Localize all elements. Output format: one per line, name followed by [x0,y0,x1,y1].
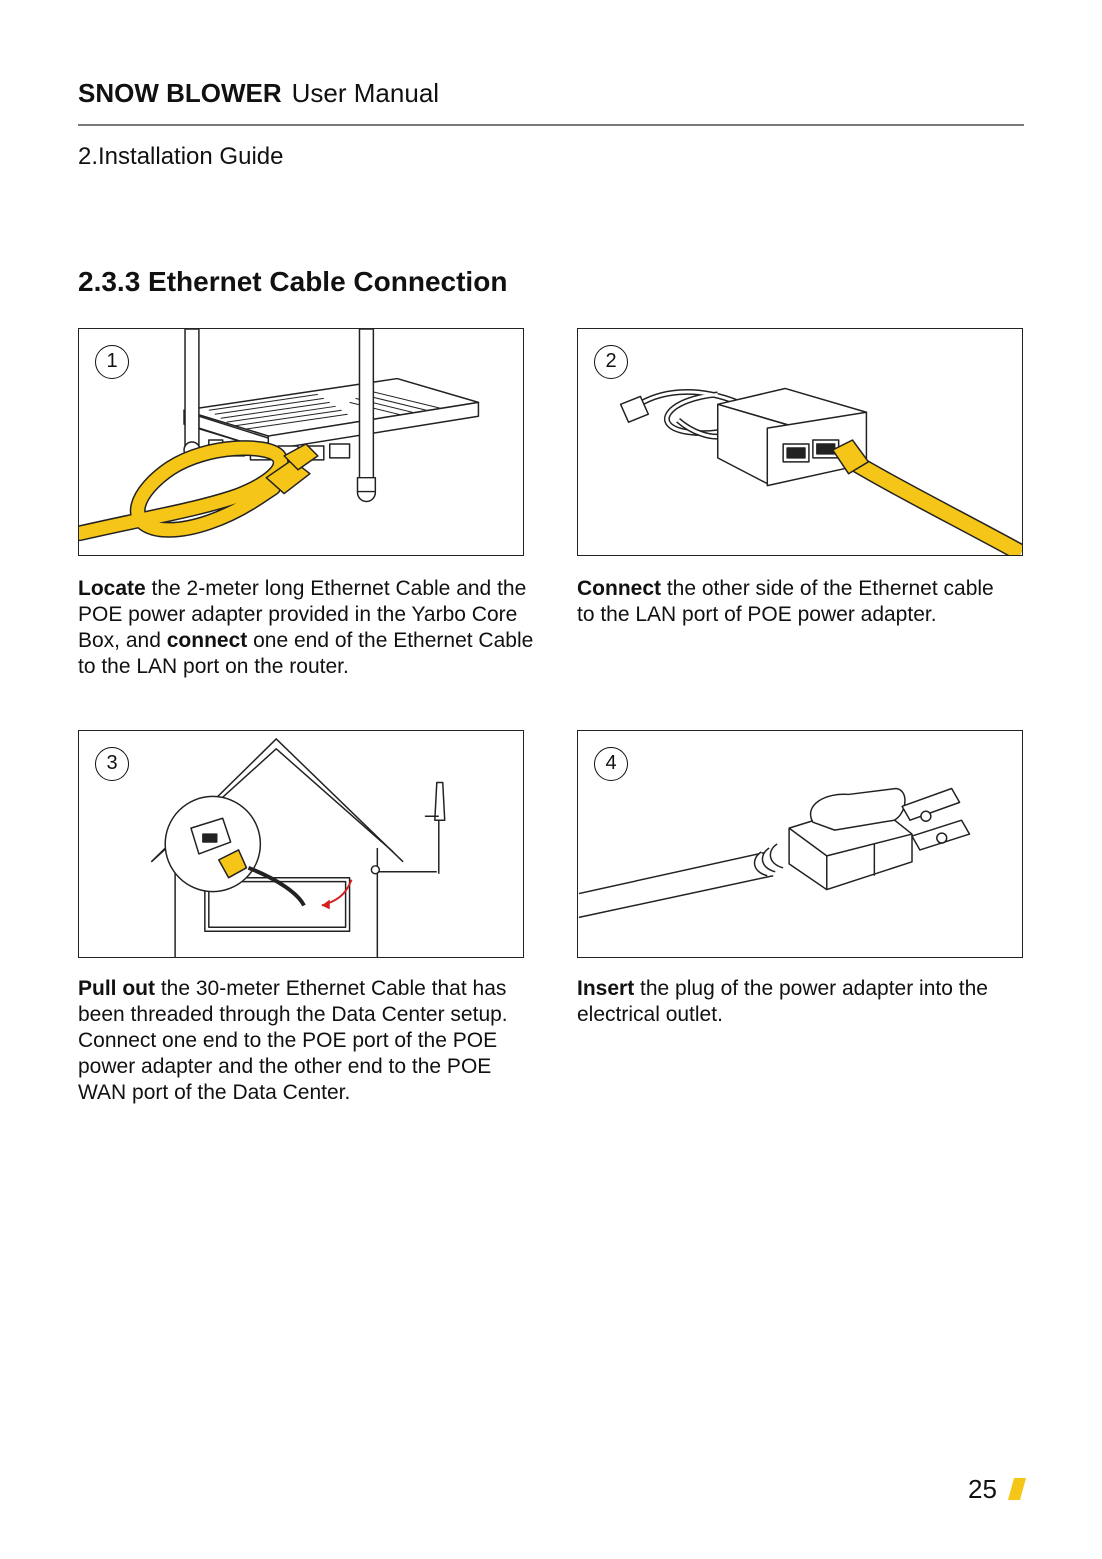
header-doc-title: User Manual [291,78,440,108]
step-3-keyword: Pull out [78,977,155,1000]
step-4-badge: 4 [594,747,628,781]
step-3-text: the 30-meter Ethernet Cable that has bee… [78,977,508,1104]
header-brand: SNOW BLOWER [78,78,282,108]
step-2-text: the other side of the Ethernet cable to … [577,577,994,626]
step-1-badge: 1 [95,345,129,379]
page-title: 2.3.3 Ethernet Cable Connection [78,266,508,297]
router-illustration [79,329,480,542]
step-2-keyword: Connect [577,577,661,600]
page-accent-mark-icon [1008,1478,1026,1500]
header-rule [78,124,1024,126]
poe-adapter-illustration [619,387,1022,555]
step-3-illustration: 3 [78,730,524,958]
step-2-badge: 2 [594,345,628,379]
step-1-keyword-2: connect [166,629,248,652]
step-4-description: Insert the plug of the power adapter int… [577,976,1017,1028]
page-number: 25 [968,1474,997,1504]
step-2-description: Connect the other side of the Ethernet c… [577,576,1017,628]
step-1-description: Locate the 2-meter long Ethernet Cable a… [78,576,538,680]
step-2-illustration: 2 [577,328,1023,556]
step-1-text-a: the 2-meter long Ethernet Cable and the … [78,577,527,652]
step-3-description: Pull out the 30-meter Ethernet Cable tha… [78,976,538,1106]
step-1-illustration: 1 [78,328,524,556]
section-label: 2.Installation Guide [78,143,284,170]
page-header: SNOW BLOWER User Manual [78,76,439,110]
power-plug-illustration [578,787,971,919]
step-1-text-b: one end of the Ethernet Cable to the LAN… [78,629,534,678]
step-1-keyword: Locate [78,577,146,600]
step-3-badge: 3 [95,747,129,781]
step-4-text: the plug of the power adapter into the e… [577,977,988,1026]
house-illustration [150,738,446,957]
step-4-keyword: Insert [577,977,635,1000]
step-4-illustration: 4 [577,730,1023,958]
